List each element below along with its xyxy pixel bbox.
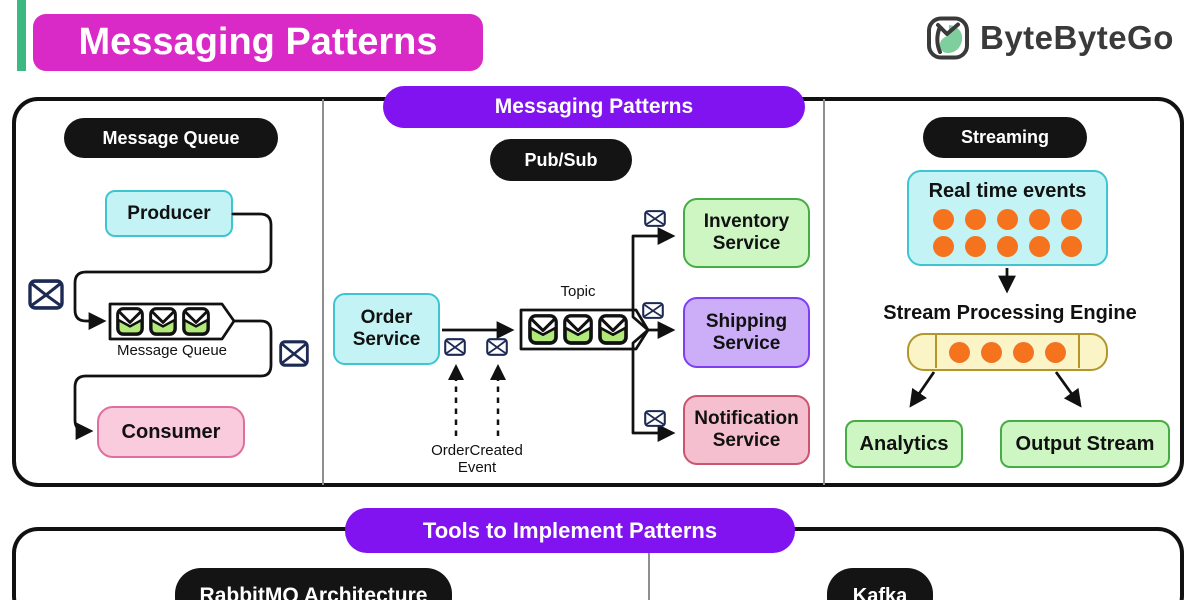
section-divider <box>648 529 650 600</box>
topic-caption: Topic <box>560 283 596 300</box>
badge-label: Streaming <box>960 127 1050 147</box>
panel-title-label: Messaging Patterns <box>494 95 694 118</box>
event-dot <box>965 208 986 230</box>
tools-title-label: Tools to Implement Patterns <box>422 517 718 543</box>
capsule-divider <box>935 335 937 368</box>
brand-name: ByteByteGo <box>980 19 1174 56</box>
output-stream-label: Output Stream <box>1015 432 1155 455</box>
analytics-label: Analytics <box>859 432 949 455</box>
event-dot <box>997 208 1018 230</box>
inventory-service-label: Inventory Service <box>703 211 790 254</box>
section-badge-streaming: Streaming <box>923 117 1087 158</box>
panel-title-badge: Messaging Patterns <box>383 86 805 128</box>
tools-title-badge: Tools to Implement Patterns <box>345 508 795 553</box>
notification-service-node: Notification Service <box>683 395 810 465</box>
event-dot <box>1061 235 1082 257</box>
order-service-label: Order Service <box>352 307 421 350</box>
event-dots-row <box>933 235 1082 257</box>
stream-dot <box>949 341 970 363</box>
consumer-node: Consumer <box>97 406 245 458</box>
stream-dot <box>1045 341 1066 363</box>
page-title-label: Messaging Patterns <box>78 21 438 63</box>
consumer-label: Consumer <box>121 420 221 443</box>
event-dot <box>933 235 954 257</box>
section-divider <box>823 99 825 485</box>
order-service-node: Order Service <box>333 293 440 365</box>
realtime-events-node: Real time events <box>907 170 1108 266</box>
event-dot <box>965 235 986 257</box>
event-dot <box>1029 235 1050 257</box>
event-dot <box>1061 208 1082 230</box>
event-dot <box>1029 208 1050 230</box>
inventory-service-node: Inventory Service <box>683 198 810 268</box>
analytics-node: Analytics <box>845 420 963 468</box>
section-badge-message-queue: Message Queue <box>64 118 278 158</box>
notification-service-label: Notification Service <box>694 408 799 451</box>
rabbitmq-badge: RabbitMQ Architecture <box>175 568 452 600</box>
event-dot <box>933 208 954 230</box>
brand-logo: ByteByteGo <box>925 15 1174 61</box>
kafka-badge: Kafka <box>827 568 933 600</box>
queue-caption: Message Queue <box>116 342 228 359</box>
accent-bar <box>17 0 26 71</box>
section-divider <box>322 99 324 485</box>
producer-label: Producer <box>127 202 211 224</box>
shipping-service-node: Shipping Service <box>683 297 810 368</box>
stream-dot <box>1013 341 1034 363</box>
bytebytego-icon <box>927 16 969 60</box>
badge-label: Message Queue <box>102 127 240 148</box>
page-title: Messaging Patterns <box>33 14 483 71</box>
event-dot <box>997 235 1018 257</box>
section-badge-pubsub: Pub/Sub <box>490 139 632 181</box>
engine-caption: Stream Processing Engine <box>883 302 1137 324</box>
event-dots-row <box>933 208 1082 230</box>
page-subtitle: A Cheatsheet on <box>44 0 350 9</box>
badge-label: Pub/Sub <box>524 149 598 170</box>
realtime-events-label: Real time events <box>928 179 1087 202</box>
badge-label: RabbitMQ Architecture <box>199 584 428 600</box>
stream-engine-node <box>907 333 1108 371</box>
shipping-service-label: Shipping Service <box>705 310 788 354</box>
capsule-divider <box>1078 335 1080 368</box>
output-stream-node: Output Stream <box>1000 420 1170 468</box>
event-caption: OrderCreated Event <box>431 442 523 477</box>
badge-label: Kafka <box>852 584 908 600</box>
stream-dot <box>981 341 1002 363</box>
producer-node: Producer <box>105 190 233 237</box>
